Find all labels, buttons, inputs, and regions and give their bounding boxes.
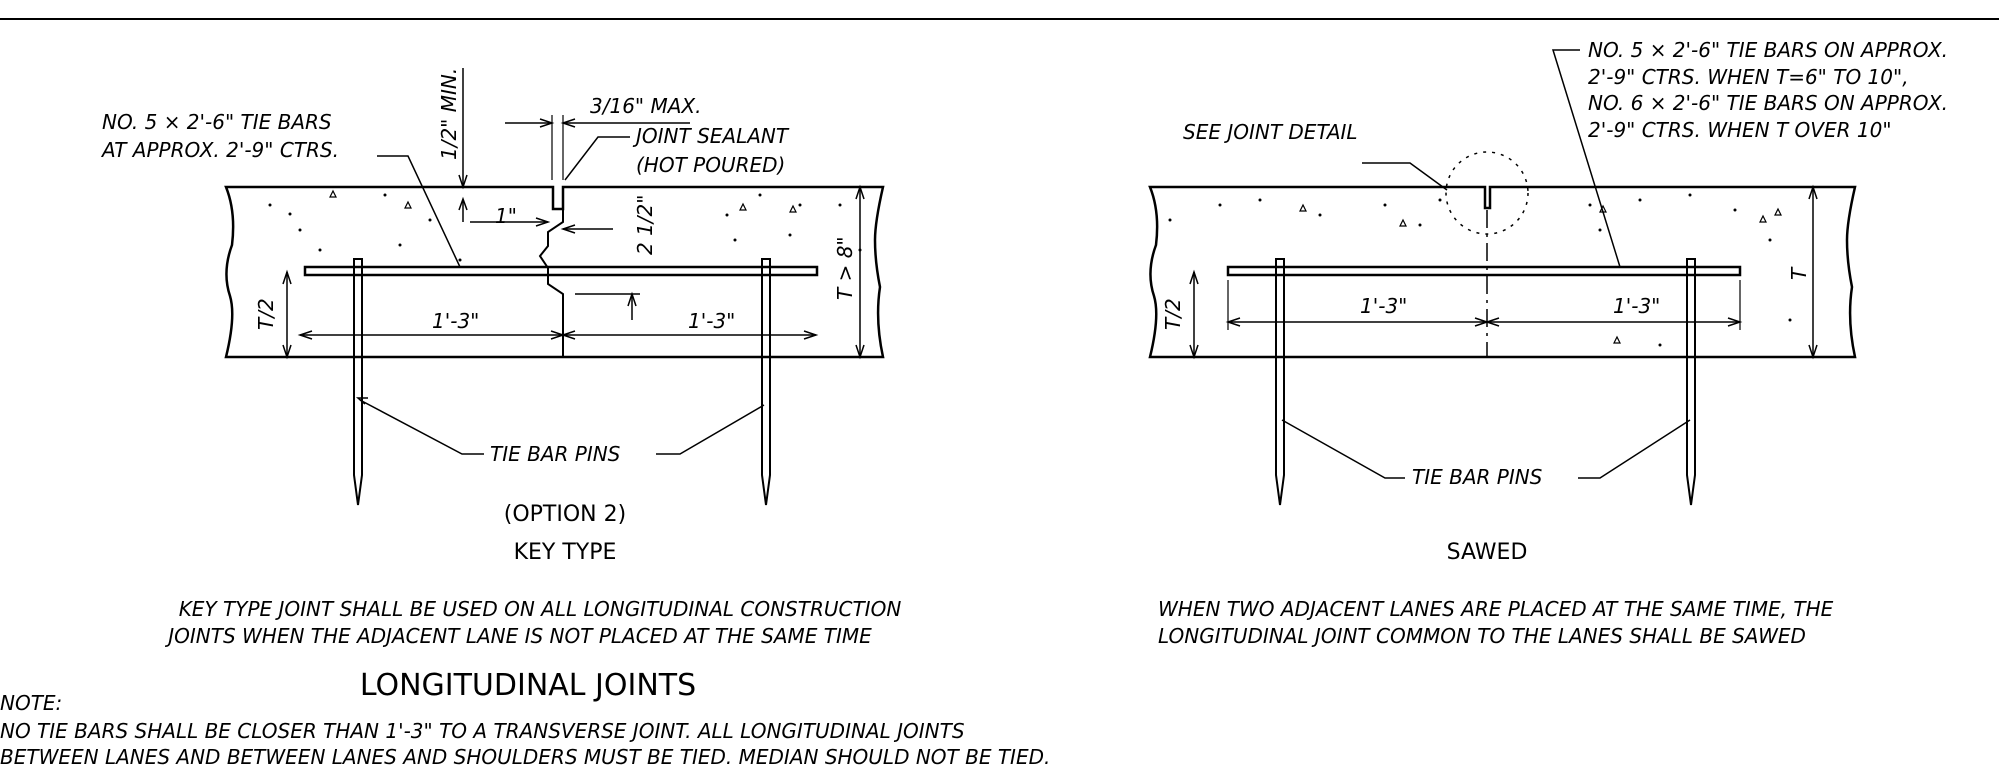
key-aggregate <box>268 189 862 262</box>
sawed-pins-label: TIE BAR PINS <box>1412 465 1543 489</box>
key-tie-bar-note-2: AT APPROX. 2'-9" CTRS. <box>100 138 339 162</box>
note-label: NOTE: <box>0 691 62 715</box>
key-type-label: KEY TYPE <box>514 540 617 565</box>
sawed-pins-leader-left <box>1281 419 1405 479</box>
key-pins-label: TIE BAR PINS <box>490 442 621 466</box>
note-line-1: NO TIE BARS SHALL BE CLOSER THAN 1'-3" T… <box>0 719 965 743</box>
sawed-detail: SEE JOINT DETAIL NO. 5 × 2'-6" TIE BARS … <box>1148 38 1948 648</box>
sawed-slab-outline <box>1148 185 1857 359</box>
max-dim-label: 3/16" MAX. <box>590 94 701 118</box>
sealant-label-2: (HOT POURED) <box>636 153 785 177</box>
joint-detail-circle <box>1445 151 1529 235</box>
joint-detail-leader <box>1362 162 1448 191</box>
sawed-tie-bar <box>1226 265 1742 277</box>
key-t-gt8-label: T > 8" <box>833 236 857 300</box>
key-pins-leader-left <box>359 399 484 455</box>
key-t-half-label: T/2 <box>254 298 278 330</box>
option-label: (OPTION 2) <box>504 502 626 527</box>
key-type-detail: NO. 5 × 2'-6" TIE BARS AT APPROX. 2'-9" … <box>100 68 901 648</box>
key-dim-right-label: 1'-3" <box>688 309 735 333</box>
key-joint-line <box>538 187 564 357</box>
section-title: LONGITUDINAL JOINTS <box>360 668 696 703</box>
sawed-dim-right-label: 1'-3" <box>1613 294 1660 318</box>
sealant-leader <box>564 136 630 181</box>
sawed-tie-bar-note-1: NO. 5 × 2'-6" TIE BARS ON APPROX. <box>1588 38 1948 62</box>
key-description-2: JOINTS WHEN THE ADJACENT LANE IS NOT PLA… <box>164 624 872 648</box>
key-slab-outline <box>224 185 885 359</box>
one-inch-label: 1" <box>495 204 517 228</box>
sawed-type-label: SAWED <box>1447 540 1528 565</box>
sawed-tie-bar-note-2: 2'-9" CTRS. WHEN T=6" TO 10", <box>1588 65 1909 89</box>
key-description-1: KEY TYPE JOINT SHALL BE USED ON ALL LONG… <box>179 597 902 621</box>
sawed-pins-leader-right <box>1578 419 1691 479</box>
sawed-tie-bar-note-3: NO. 6 × 2'-6" TIE BARS ON APPROX. <box>1588 91 1948 115</box>
sawed-dim-left-label: 1'-3" <box>1360 294 1407 318</box>
key-pin-left <box>353 258 363 506</box>
sawed-pin-right <box>1686 258 1696 506</box>
sawed-t-half-label: T/2 <box>1161 298 1185 330</box>
key-tie-bar <box>303 265 819 277</box>
note-line-2: BETWEEN LANES AND BETWEEN LANES AND SHOU… <box>0 745 1050 765</box>
sawed-t-label: T <box>1787 266 1811 280</box>
sawed-aggregate <box>1168 193 1792 347</box>
sawed-description-2: LONGITUDINAL JOINT COMMON TO THE LANES S… <box>1158 624 1806 648</box>
sawed-tie-bar-note-4: 2'-9" CTRS. WHEN T OVER 10" <box>1588 118 1892 142</box>
joint-detail-label: SEE JOINT DETAIL <box>1183 120 1358 144</box>
min-dim-label: 1/2" MIN. <box>437 68 461 160</box>
key-dim-left-label: 1'-3" <box>432 309 479 333</box>
sealant-label-1: JOINT SEALANT <box>632 124 790 148</box>
key-pin-right <box>761 258 771 506</box>
two-half-label: 2 1/2" <box>633 195 657 255</box>
key-tie-bar-note-1: NO. 5 × 2'-6" TIE BARS <box>102 110 332 134</box>
key-tie-bar-leader <box>377 155 461 268</box>
sawed-description-1: WHEN TWO ADJACENT LANES ARE PLACED AT TH… <box>1158 597 1834 621</box>
key-pins-leader-right <box>656 404 765 455</box>
sawed-pin-left <box>1275 258 1285 506</box>
sawed-tie-bar-leader <box>1551 49 1621 268</box>
